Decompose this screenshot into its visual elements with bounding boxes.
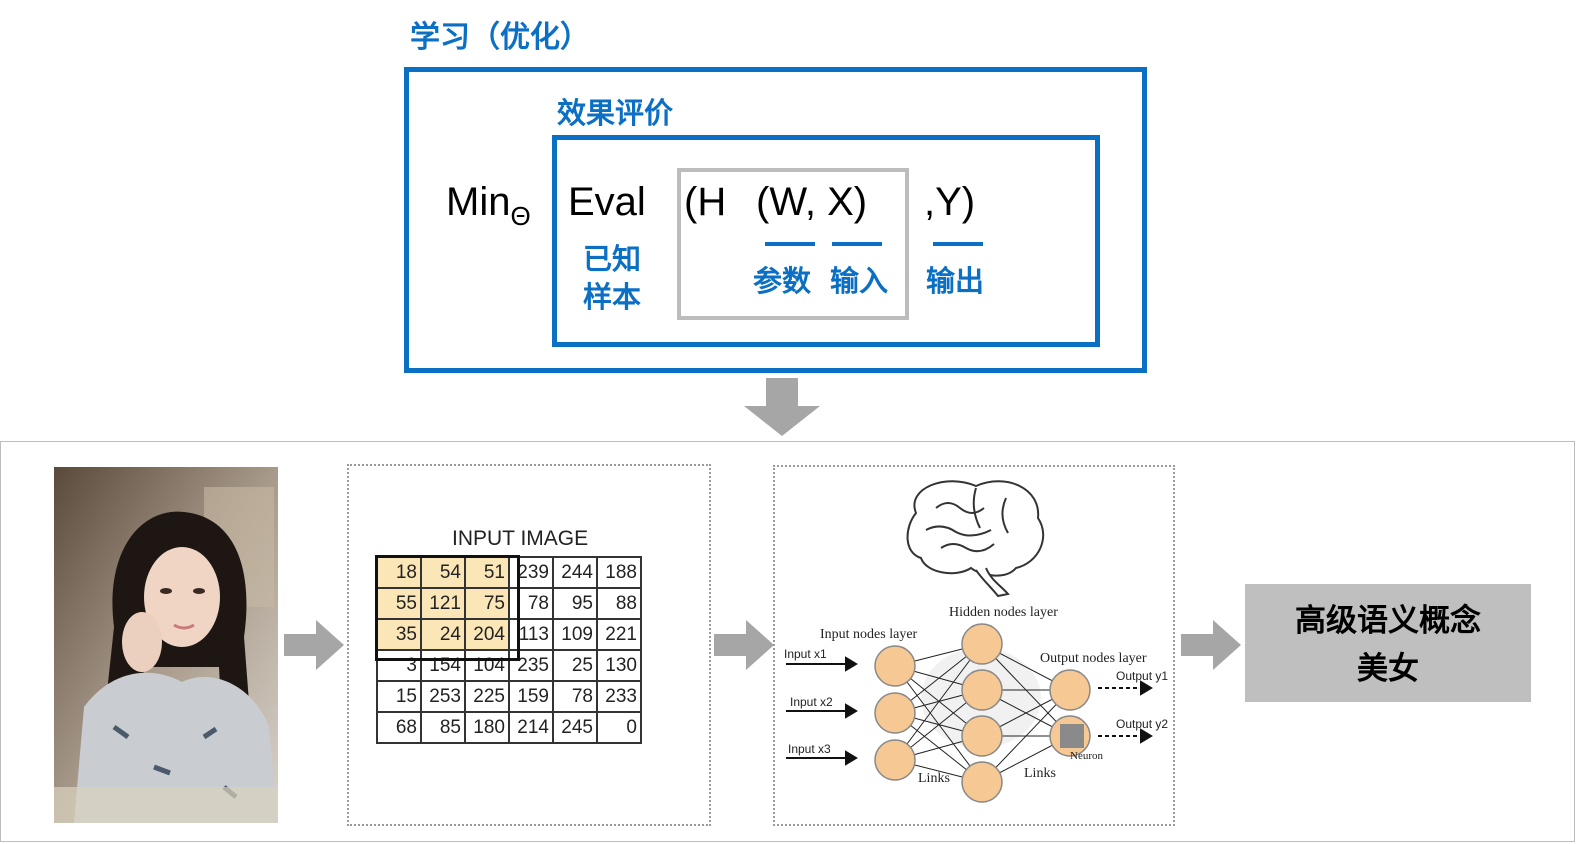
input-image-title: INPUT IMAGE (452, 527, 589, 550)
links-label-1: Links (918, 771, 950, 786)
right-arrow-icon-1 (284, 620, 344, 670)
grid-cell: 130 (596, 649, 642, 682)
learning-box (404, 67, 1147, 373)
grid-cell: 113 (508, 618, 554, 651)
hidden-node (961, 761, 1003, 803)
formula-y: ,Y) (924, 180, 976, 224)
grid-cell: 245 (552, 711, 598, 744)
eval-title: 效果评价 (557, 96, 674, 130)
grid-cell: 15 (376, 680, 422, 713)
grid-cell: 121 (420, 587, 466, 620)
grid-cell: 55 (376, 587, 422, 620)
min-text: Min (446, 180, 511, 224)
input-node (874, 645, 916, 687)
input-underline (832, 242, 882, 246)
params-underline (765, 242, 815, 246)
input-node (874, 739, 916, 781)
known-line2: 样本 (583, 280, 642, 314)
grid-cell: 35 (376, 618, 422, 651)
grid-cell: 78 (508, 587, 554, 620)
hidden-node (961, 669, 1003, 711)
grid-cell: 225 (464, 680, 510, 713)
hidden-node (961, 715, 1003, 757)
grid-cell: 188 (596, 556, 642, 589)
link-edge (894, 643, 983, 761)
function-box (677, 168, 909, 320)
input-x2-label: Input x2 (790, 695, 833, 709)
grid-cell: 3 (376, 649, 422, 682)
input-image-panel (347, 464, 711, 826)
grid-cell: 88 (596, 587, 642, 620)
right-arrow-icon-3 (1181, 620, 1241, 670)
formula-min: MinΘ (446, 180, 531, 231)
output-node (1049, 669, 1091, 711)
grid-cell: 0 (596, 711, 642, 744)
bottom-panel (0, 441, 1575, 842)
output-underline (933, 242, 983, 246)
output-layer-label: Output nodes layer (1040, 651, 1147, 666)
brain-icon (906, 480, 1045, 598)
neural-network-diagram: Hidden nodes layer Input nodes layer Out… (784, 480, 1168, 803)
grid-cell: 54 (420, 556, 466, 589)
link-edge (981, 689, 1071, 783)
grid-cell: 154 (420, 649, 466, 682)
grid-cell: 204 (464, 618, 510, 651)
grid-cell: 180 (464, 711, 510, 744)
input-node (874, 692, 916, 734)
known-samples-label: 已知 样本 (583, 240, 641, 316)
eval-box (552, 135, 1100, 347)
input-x3-label: Input x3 (788, 742, 831, 756)
params-label: 参数 (753, 264, 812, 298)
grid-cell: 95 (552, 587, 598, 620)
down-arrow-icon (744, 378, 820, 436)
theta-subscript: Θ (510, 201, 531, 231)
formula-w-x: (W, X) (756, 180, 868, 224)
grid-cell: 233 (596, 680, 642, 713)
semantic-concept-box: 高级语义概念 美女 (1245, 584, 1531, 702)
grid-cell: 78 (552, 680, 598, 713)
links-label-2: Links (1024, 766, 1056, 781)
learning-title: 学习（优化） (410, 20, 590, 55)
hidden-node (961, 623, 1003, 665)
grid-cell: 85 (420, 711, 466, 744)
grid-cell: 68 (376, 711, 422, 744)
input-layer-label: Input nodes layer (820, 627, 918, 642)
grid-cell: 235 (508, 649, 554, 682)
grid-cell: 104 (464, 649, 510, 682)
input-label: 输入 (830, 264, 889, 298)
grid-cell: 221 (596, 618, 642, 651)
hidden-layer-label: Hidden nodes layer (949, 605, 1058, 620)
grid-cell: 214 (508, 711, 554, 744)
grid-cell: 24 (420, 618, 466, 651)
concept-line2: 美女 (1357, 651, 1419, 687)
grid-cell: 25 (552, 649, 598, 682)
grid-cell: 244 (552, 556, 598, 589)
known-line1: 已知 (583, 242, 642, 276)
grid-cell: 239 (508, 556, 554, 589)
input-x1-label: Input x1 (784, 647, 827, 661)
grid-cell: 109 (552, 618, 598, 651)
portrait-photo (54, 467, 278, 823)
grid-cell: 253 (420, 680, 466, 713)
grid-cell: 159 (508, 680, 554, 713)
formula-eval: Eval (568, 180, 646, 224)
concept-line1: 高级语义概念 (1295, 603, 1481, 639)
output-y2-label: Output y2 (1116, 717, 1168, 731)
neuron-label: Neuron (1070, 750, 1103, 762)
formula-h: (H (684, 180, 727, 224)
output-y1-label: Output y1 (1116, 669, 1168, 683)
grid-cell: 51 (464, 556, 510, 589)
output-label: 输出 (926, 264, 985, 298)
neural-network-panel (773, 465, 1175, 826)
right-arrow-icon-2 (714, 620, 774, 670)
grid-cell: 75 (464, 587, 510, 620)
grid-cell: 18 (376, 556, 422, 589)
